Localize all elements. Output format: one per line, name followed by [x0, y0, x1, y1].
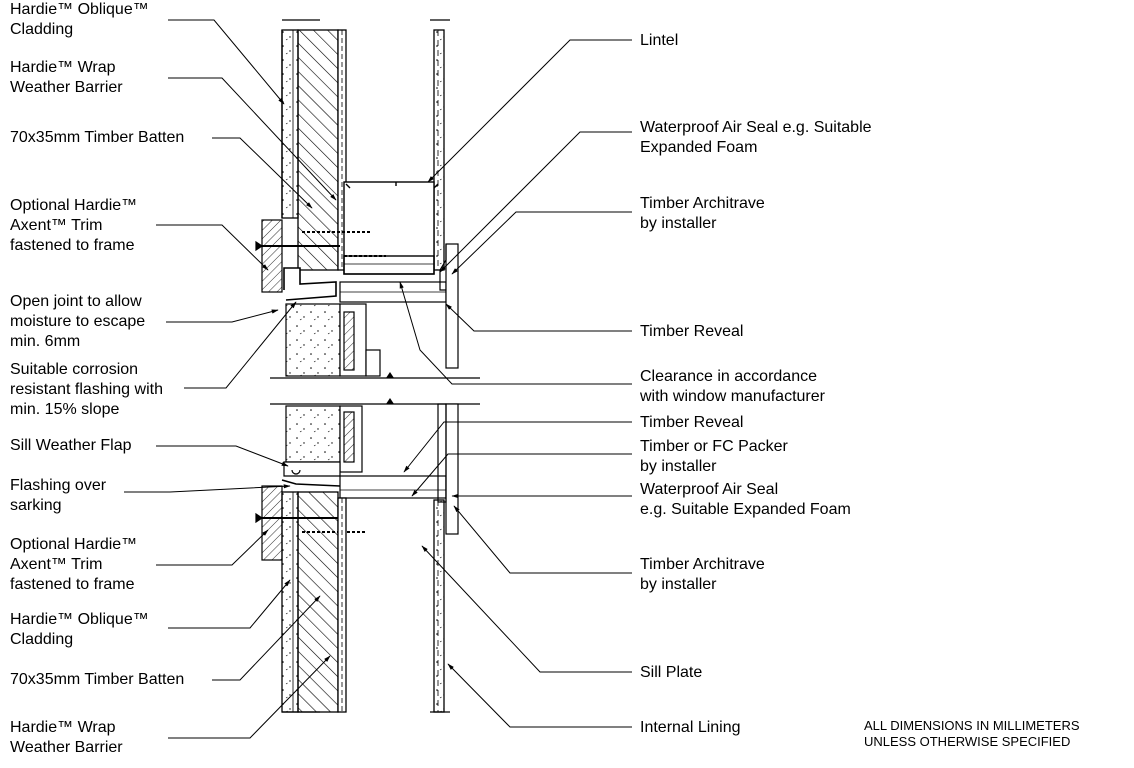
- label-sill-plate: Sill Plate: [640, 664, 703, 681]
- label-air-seal-top: Waterproof Air Seal e.g. Suitable Expand…: [640, 119, 872, 156]
- label-axent-bottom: Optional Hardie™ Axent™ Trim fastened to…: [10, 536, 138, 593]
- label-wrap-top: Hardie™ Wrap Weather Barrier: [10, 59, 123, 96]
- leaders-right: [399, 39, 632, 728]
- label-flashing-slope: Suitable corrosion resistant flashing wi…: [10, 361, 163, 418]
- label-architrave-bottom: Timber Architrave by installer: [640, 556, 765, 593]
- label-cladding-top: Hardie™ Oblique™ Cladding: [10, 1, 149, 38]
- label-internal-lining: Internal Lining: [640, 719, 741, 736]
- leaders-left: [124, 19, 337, 739]
- label-batten-top: 70x35mm Timber Batten: [10, 129, 185, 146]
- lintel: [343, 181, 439, 275]
- label-flashing-sarking: Flashing over sarking: [10, 477, 107, 514]
- dimensions-note: ALL DIMENSIONS IN MILLIMETERS UNLESS OTH…: [864, 718, 1080, 749]
- label-packer: Timber or FC Packer by installer: [640, 438, 788, 475]
- label-sill-flap: Sill Weather Flap: [10, 437, 132, 454]
- upper-wall: [281, 29, 445, 271]
- cladding-upper: [281, 29, 299, 219]
- label-reveal-top: Timber Reveal: [640, 323, 744, 340]
- label-clearance: Clearance in accordance with window manu…: [640, 368, 825, 405]
- window-sill: [283, 403, 459, 535]
- upper-trim: [255, 219, 459, 369]
- label-wrap-bottom: Hardie™ Wrap Weather Barrier: [10, 719, 123, 756]
- label-architrave-top: Timber Architrave by installer: [640, 195, 765, 232]
- label-batten-bottom: 70x35mm Timber Batten: [10, 671, 185, 688]
- label-axent-top: Optional Hardie™ Axent™ Trim fastened to…: [10, 197, 138, 254]
- label-reveal-bottom: Timber Reveal: [640, 414, 744, 431]
- label-open-joint: Open joint to allow moisture to escape m…: [10, 293, 146, 350]
- label-cladding-bottom: Hardie™ Oblique™ Cladding: [10, 611, 149, 648]
- label-air-seal-bottom: Waterproof Air Seal e.g. Suitable Expand…: [640, 481, 851, 518]
- lower-wall: [281, 491, 445, 713]
- label-lintel: Lintel: [640, 32, 679, 49]
- batten-upper: [297, 29, 339, 271]
- window-head: [285, 303, 381, 377]
